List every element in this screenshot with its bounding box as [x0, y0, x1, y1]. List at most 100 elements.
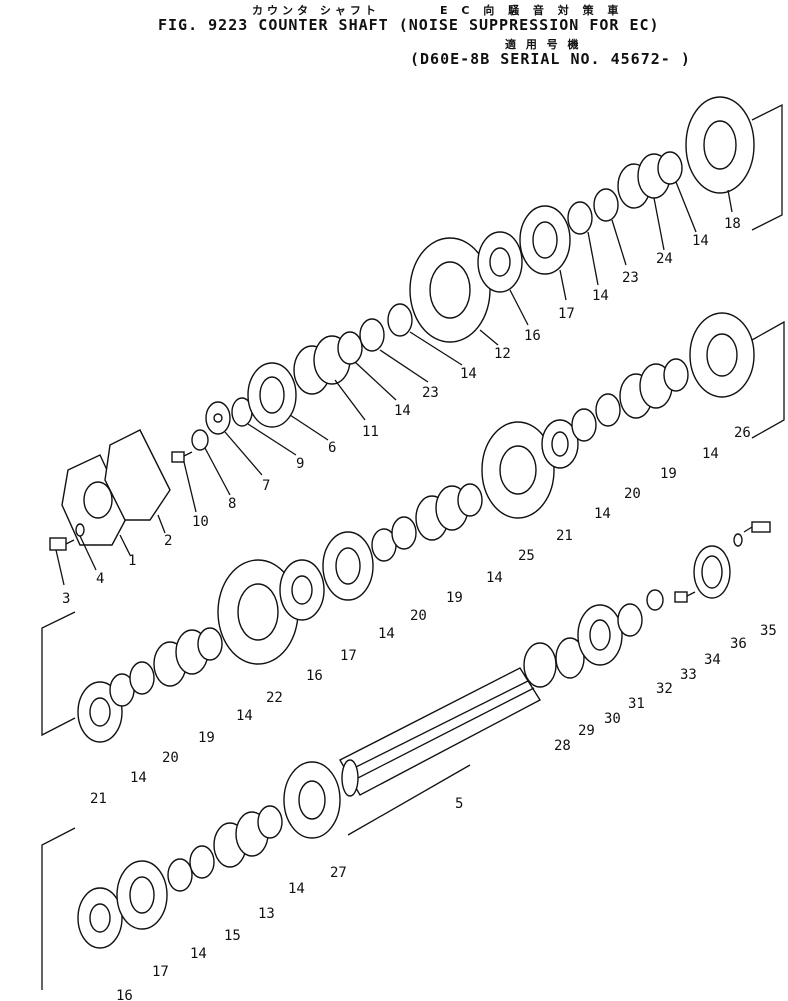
callout-14d: 14: [692, 233, 709, 249]
callout-14b: 14: [460, 366, 477, 382]
cover-1: [61, 454, 129, 546]
callout-36: 36: [730, 636, 747, 652]
callout-14g: 14: [486, 570, 503, 586]
callout-28: 28: [554, 738, 571, 754]
gear-16b: [279, 559, 325, 621]
lock-plate-8: [191, 429, 209, 451]
callout-20a: 20: [624, 486, 641, 502]
callout-14a: 14: [394, 403, 411, 419]
group-bracket-left: [41, 611, 76, 737]
cover-34: [693, 545, 731, 599]
snap-ring-29: [555, 637, 585, 679]
callout-23a: 23: [422, 385, 439, 401]
callout-31: 31: [628, 696, 645, 712]
callout-17a: 17: [558, 306, 575, 322]
spacer-14h: [457, 483, 483, 517]
callout-17c: 17: [152, 964, 169, 980]
callout-29: 29: [578, 723, 595, 739]
callout-20c: 20: [162, 750, 179, 766]
callout-numbers: 1 2 3 4 5 6 7 8 9 10 11 12 13 14 14 14 1…: [62, 216, 777, 1001]
gear-16c: [77, 887, 123, 949]
bolt-33: [674, 591, 696, 603]
lock-plate-32: [646, 589, 664, 611]
retainer-31: [617, 603, 643, 637]
callout-13: 13: [258, 906, 275, 922]
bearing-30: [577, 604, 623, 666]
group-bracket-mid: [751, 320, 785, 439]
figure-title: FIG. 9223 COUNTER SHAFT (NOISE SUPPRESSI…: [158, 16, 660, 34]
callout-24: 24: [656, 251, 673, 267]
callout-5: 5: [455, 796, 463, 812]
callout-20b: 20: [410, 608, 427, 624]
leader-lines: [55, 181, 733, 836]
group-bracket-top: [751, 103, 783, 231]
callout-27: 27: [330, 865, 347, 881]
spacer-14k: [167, 858, 193, 892]
callout-16c: 16: [116, 988, 133, 1001]
ring-20c: [595, 393, 621, 427]
callout-16a: 16: [524, 328, 541, 344]
callout-11: 11: [362, 424, 379, 440]
callout-6: 6: [328, 440, 336, 456]
callout-14k: 14: [288, 881, 305, 897]
gear-12: [409, 237, 491, 343]
spacer-14l: [257, 805, 283, 839]
gear-26: [689, 312, 755, 398]
callout-19c: 19: [198, 730, 215, 746]
ring-20a: [129, 661, 155, 695]
callout-15: 15: [224, 928, 241, 944]
callout-22: 22: [266, 690, 283, 706]
hub-17c: [116, 860, 168, 930]
callout-14f: 14: [594, 506, 611, 522]
gear-18: [685, 96, 755, 194]
callout-19a: 19: [660, 466, 677, 482]
washer-36: [733, 533, 743, 547]
bolt-10: [171, 451, 193, 463]
callout-23b: 23: [622, 270, 639, 286]
spacer-14i: [571, 408, 597, 442]
spacer-14b: [387, 303, 413, 337]
serial-range: (D60E-8B SERIAL NO. 45672- ): [410, 50, 691, 68]
counter-shaft-5: [339, 667, 541, 797]
callout-30: 30: [604, 711, 621, 727]
callout-3: 3: [62, 591, 70, 607]
ring-15: [189, 845, 215, 879]
callout-17b: 17: [340, 648, 357, 664]
gear-16a: [477, 231, 523, 293]
callout-14e: 14: [702, 446, 719, 462]
gear-27: [283, 761, 341, 839]
callout-14l: 14: [190, 946, 207, 962]
callout-21b: 21: [90, 791, 107, 807]
title-japanese-part: カウンタ シャフト: [252, 4, 380, 17]
callout-16b: 16: [306, 668, 323, 684]
callout-8: 8: [228, 496, 236, 512]
callout-1: 1: [128, 553, 136, 569]
callout-33: 33: [680, 667, 697, 683]
callout-9: 9: [296, 456, 304, 472]
callout-32: 32: [656, 681, 673, 697]
gear-25: [481, 421, 555, 519]
spacer-14j: [663, 358, 689, 392]
title-japanese-subtitle: E C 向 騒 音 対 策 車: [440, 4, 624, 17]
ring-20b: [391, 516, 417, 550]
callout-14i: 14: [236, 708, 253, 724]
bolt-3: [49, 537, 75, 551]
callout-25: 25: [518, 548, 535, 564]
gear-21b: [541, 419, 579, 469]
callout-21a: 21: [556, 528, 573, 544]
spacer-14a: [337, 331, 363, 365]
ring-23b: [593, 188, 619, 222]
spacer-14d: [657, 151, 683, 185]
callout-34: 34: [704, 652, 721, 668]
bearing-19c: [619, 363, 673, 419]
hub-17b: [322, 531, 374, 601]
spacer-14c: [567, 201, 593, 235]
callout-10: 10: [192, 514, 209, 530]
callout-14h: 14: [378, 626, 395, 642]
bolt-35: [743, 521, 771, 533]
hub-17a: [519, 205, 571, 275]
callout-26: 26: [734, 425, 751, 441]
bearing-6: [247, 362, 297, 428]
callout-14c: 14: [592, 288, 609, 304]
gasket-2: [104, 429, 171, 521]
